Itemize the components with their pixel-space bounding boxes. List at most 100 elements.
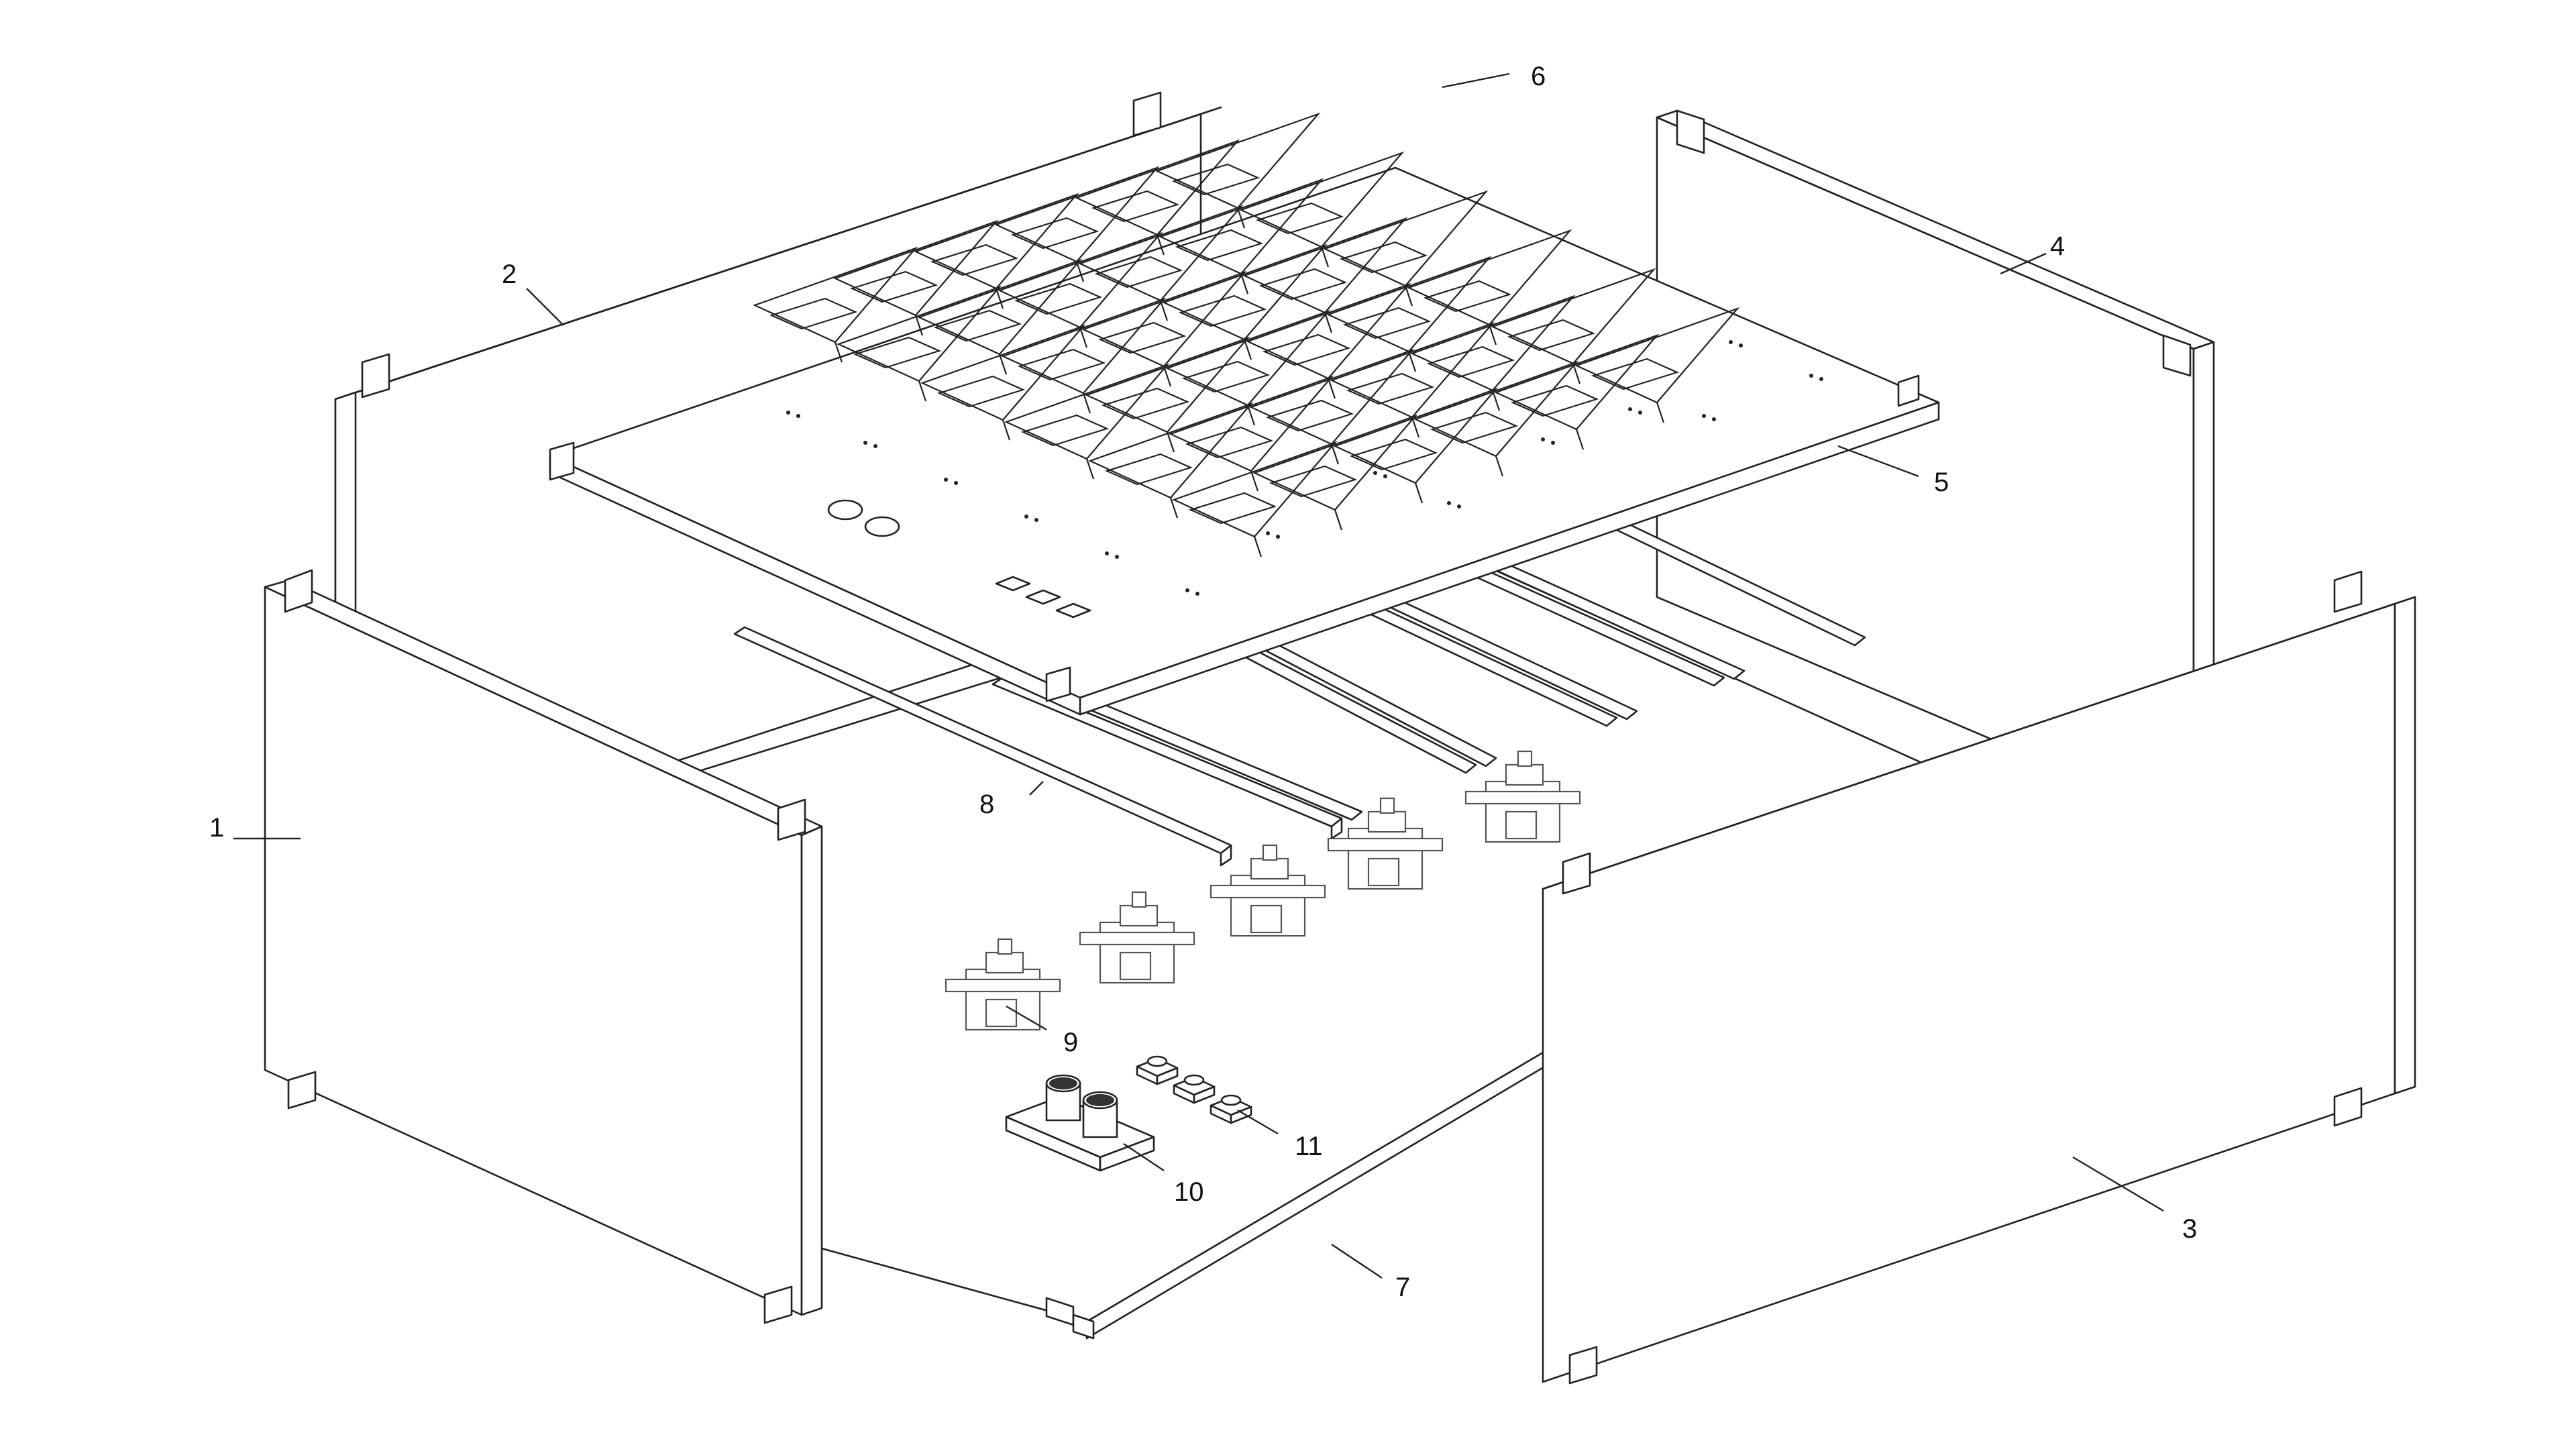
flap-base-14	[1014, 282, 1103, 315]
flap-base-10	[1101, 387, 1190, 420]
flap-5	[1088, 402, 1254, 499]
flap-9	[1001, 297, 1167, 394]
flap-base-2	[853, 336, 942, 369]
flap-base-21	[1178, 294, 1267, 327]
label-9: 9	[1063, 1028, 1078, 1057]
panel-4-back-right	[1656, 109, 2215, 826]
flap-4	[1004, 363, 1170, 460]
flap-base-17	[1265, 399, 1354, 432]
flap-base-34	[1423, 280, 1512, 313]
flap-3	[920, 324, 1086, 421]
flap-shaft-16	[1246, 405, 1256, 426]
flap-shaft-30	[1575, 429, 1585, 450]
flap-base-15	[1097, 321, 1187, 354]
flap-36	[1574, 307, 1740, 404]
flap-10	[1085, 336, 1250, 433]
callout-labels: 1 2 3 4 5 6 7 8 9 10 11	[209, 62, 2197, 1302]
servo-2	[1079, 891, 1195, 984]
flap-21	[1162, 244, 1328, 341]
flap-shaft-24	[1495, 455, 1504, 477]
flap-16	[1165, 309, 1331, 407]
flap-7	[833, 219, 999, 317]
flap-shaft-36	[1656, 402, 1665, 423]
flap-shaft-31	[1236, 207, 1246, 229]
flap-12	[1252, 414, 1418, 511]
flap-23	[1330, 321, 1495, 419]
top-board-5	[549, 166, 1940, 716]
flap-shaft-10	[1166, 431, 1175, 453]
flap-shaft-2	[918, 380, 927, 402]
flap-base-33	[1339, 241, 1428, 274]
label-10: 10	[1174, 1177, 1204, 1207]
label-5: 5	[1934, 468, 1949, 497]
panel-1-front-left	[264, 569, 823, 1324]
flap-base-22	[1262, 333, 1351, 366]
flap-base-29	[1426, 345, 1515, 378]
flap-base-5	[1104, 453, 1193, 486]
label-11: 11	[1295, 1132, 1323, 1161]
flap-base-30	[1510, 384, 1599, 417]
label-2: 2	[502, 260, 517, 289]
ultrasonic-sensor-10	[1005, 1074, 1155, 1172]
flap-shaft-21	[1243, 339, 1252, 360]
label-3: 3	[2182, 1214, 2197, 1244]
flap-31	[1155, 112, 1321, 209]
flap-shaft-8	[998, 354, 1008, 375]
flap-33	[1323, 190, 1489, 287]
flap-base-8	[933, 309, 1022, 342]
flap-18	[1333, 387, 1499, 484]
flap-30	[1494, 333, 1660, 431]
flap-shaft-18	[1414, 482, 1424, 504]
flap-shaft-25	[1156, 234, 1165, 256]
flap-base-32	[1255, 202, 1344, 235]
flap-shaft-9	[1082, 392, 1091, 414]
flap-17	[1249, 348, 1415, 445]
flap-base-12	[1269, 465, 1358, 498]
leader-lines	[233, 72, 2164, 1279]
flap-shaft-34	[1488, 324, 1497, 345]
flap-25	[1075, 139, 1240, 236]
flap-shaft-26	[1240, 273, 1249, 294]
flap-base-3	[936, 375, 1026, 408]
flap-shaft-33	[1404, 285, 1413, 307]
flap-shaft-3	[1002, 419, 1011, 441]
flap-shaft-14	[1079, 327, 1088, 348]
flap-28	[1326, 256, 1492, 353]
flap-base-7	[849, 270, 938, 303]
flap-shaft-13	[995, 288, 1004, 309]
servo-4	[1327, 797, 1444, 890]
flap-base-9	[1017, 348, 1106, 381]
board-mounting-holes	[786, 340, 1823, 596]
flap-base-36	[1591, 358, 1680, 390]
flap-shaft-4	[1085, 458, 1095, 480]
flap-base-35	[1507, 319, 1596, 352]
flap-shaft-29	[1491, 390, 1501, 411]
flap-shaft-35	[1572, 363, 1581, 384]
flap-15	[1081, 270, 1247, 368]
flap-2	[837, 285, 1002, 382]
flap-6	[1172, 441, 1338, 538]
flap-base-1	[769, 297, 858, 330]
flap-shaft-6	[1253, 536, 1263, 557]
flap-shaft-19	[1075, 261, 1085, 282]
flap-base-26	[1175, 229, 1264, 262]
flap-14	[998, 231, 1163, 329]
push-buttons-11	[1136, 1055, 1252, 1124]
flap-shaft-22	[1327, 378, 1336, 399]
flap-shaft-5	[1169, 497, 1179, 519]
flap-base-20	[1094, 256, 1183, 288]
flap-27	[1242, 217, 1408, 314]
flap-base-16	[1181, 360, 1271, 393]
servo-3	[1210, 844, 1326, 937]
flap-array-6	[753, 112, 1740, 557]
flap-29	[1410, 294, 1576, 392]
label-4: 4	[2050, 231, 2065, 261]
flap-shaft-27	[1324, 312, 1333, 333]
flap-34	[1407, 229, 1572, 326]
flap-base-27	[1258, 268, 1348, 301]
label-8: 8	[979, 790, 994, 819]
flap-base-31	[1171, 163, 1260, 196]
flap-26	[1159, 178, 1324, 275]
